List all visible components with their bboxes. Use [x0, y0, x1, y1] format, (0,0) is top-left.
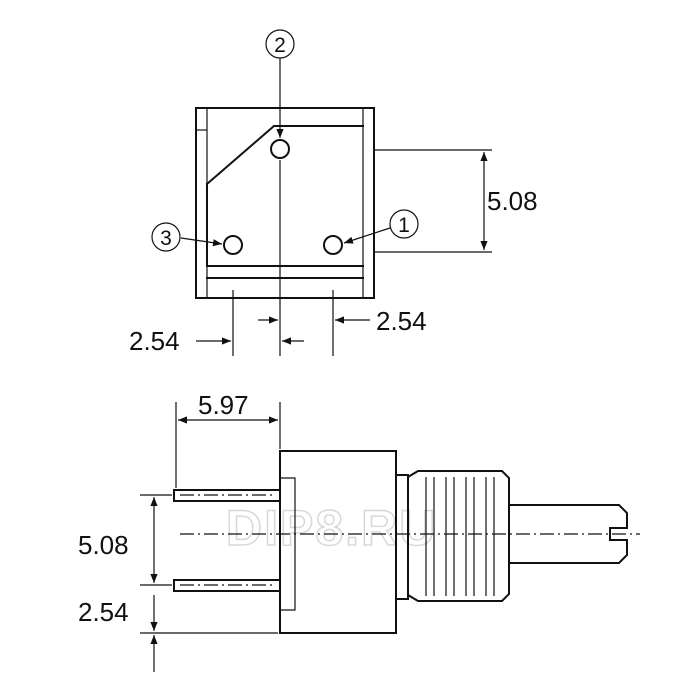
top-view: 2 3 1 5.08 [129, 29, 538, 356]
dim-side-depth: 5.97 [175, 390, 281, 488]
pin-label-2: 2 [274, 34, 286, 57]
side-view-pin-upper [173, 489, 281, 502]
pin-callout-2: 2 [265, 29, 295, 138]
pin-callout-3: 3 [151, 222, 223, 252]
dim-side-pin-spacing-label: 5.08 [78, 530, 129, 560]
watermark: DIP8.RU [226, 500, 437, 556]
dim-top-pitch-right-label: 2.54 [376, 306, 427, 336]
side-view: DIP8.RU [78, 390, 640, 672]
pin-callout-1: 1 [343, 209, 419, 244]
dim-side-depth-label: 5.97 [198, 390, 249, 420]
dim-side-bottom-label: 2.54 [78, 597, 129, 627]
top-view-body [195, 107, 375, 299]
pin-hole-1 [323, 235, 343, 255]
pin-hole-2 [270, 139, 290, 159]
dim-side-bottom: 2.54 [78, 595, 278, 672]
side-view-bushing [407, 470, 510, 602]
dim-top-pitch-left-label: 2.54 [129, 326, 180, 356]
side-view-pin-lower [173, 579, 281, 592]
dim-top-pitch: 2.54 2.54 [129, 290, 427, 356]
dim-top-height-label: 5.08 [487, 186, 538, 216]
pin-hole-3 [223, 235, 243, 255]
dim-top-height: 5.08 [374, 149, 538, 253]
side-view-shaft [508, 504, 628, 564]
pin-label-3: 3 [160, 227, 172, 250]
dim-side-pin-spacing: 5.08 [78, 494, 172, 586]
pin-label-1: 1 [398, 214, 410, 237]
